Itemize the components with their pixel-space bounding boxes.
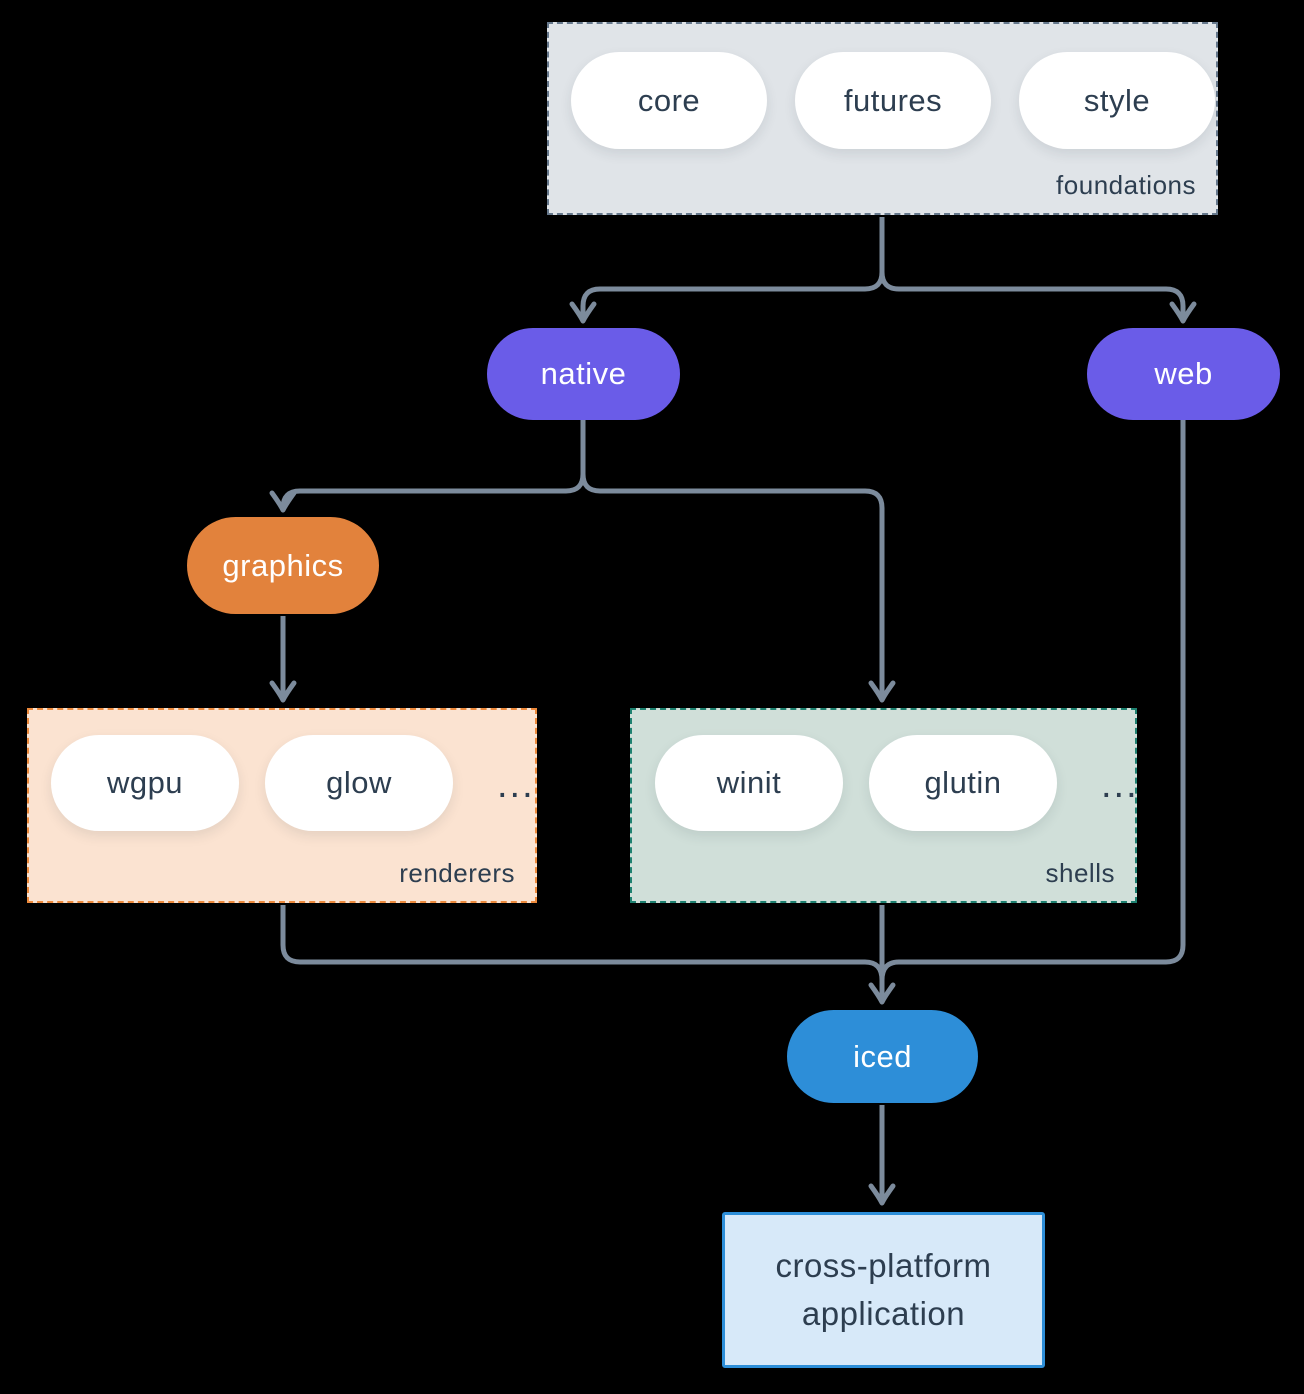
node-iced: iced — [787, 1010, 978, 1103]
node-winit: winit — [655, 735, 843, 831]
node-graphics: graphics — [187, 517, 379, 614]
node-glutin: glutin — [869, 735, 1057, 831]
node-web: web — [1087, 328, 1280, 420]
group-label-renderers: renderers — [399, 858, 515, 888]
group-renderers: wgpu glow ... renderers — [27, 708, 537, 903]
arrow-native-to-graphics — [269, 420, 586, 513]
group-foundations: core futures style foundations — [547, 22, 1218, 215]
node-style: style — [1019, 52, 1215, 149]
arrow-foundations-to-native — [569, 271, 885, 324]
node-cross-platform-application: cross-platform application — [722, 1212, 1045, 1368]
node-futures: futures — [795, 52, 991, 149]
group-label-foundations: foundations — [1056, 170, 1196, 200]
node-glow: glow — [265, 735, 453, 831]
node-wgpu: wgpu — [51, 735, 239, 831]
arrow-foundations-to-web — [879, 271, 1197, 324]
arrow-renderers-to-merge — [280, 905, 885, 981]
shells-ellipsis: ... — [1101, 763, 1139, 806]
renderers-ellipsis: ... — [497, 763, 535, 806]
foundations-pill-row: core futures style — [571, 52, 1215, 149]
application-label-line1: cross-platform — [775, 1247, 992, 1284]
group-label-shells: shells — [1045, 858, 1115, 888]
node-core: core — [571, 52, 767, 149]
application-label-line2: application — [801, 1295, 966, 1332]
renderers-pill-row: wgpu glow ... — [51, 735, 535, 831]
group-shells: winit glutin ... shells — [630, 708, 1137, 903]
shells-pill-row: winit glutin ... — [655, 735, 1139, 831]
arrow-native-to-shells — [580, 473, 896, 703]
node-native: native — [487, 328, 680, 420]
